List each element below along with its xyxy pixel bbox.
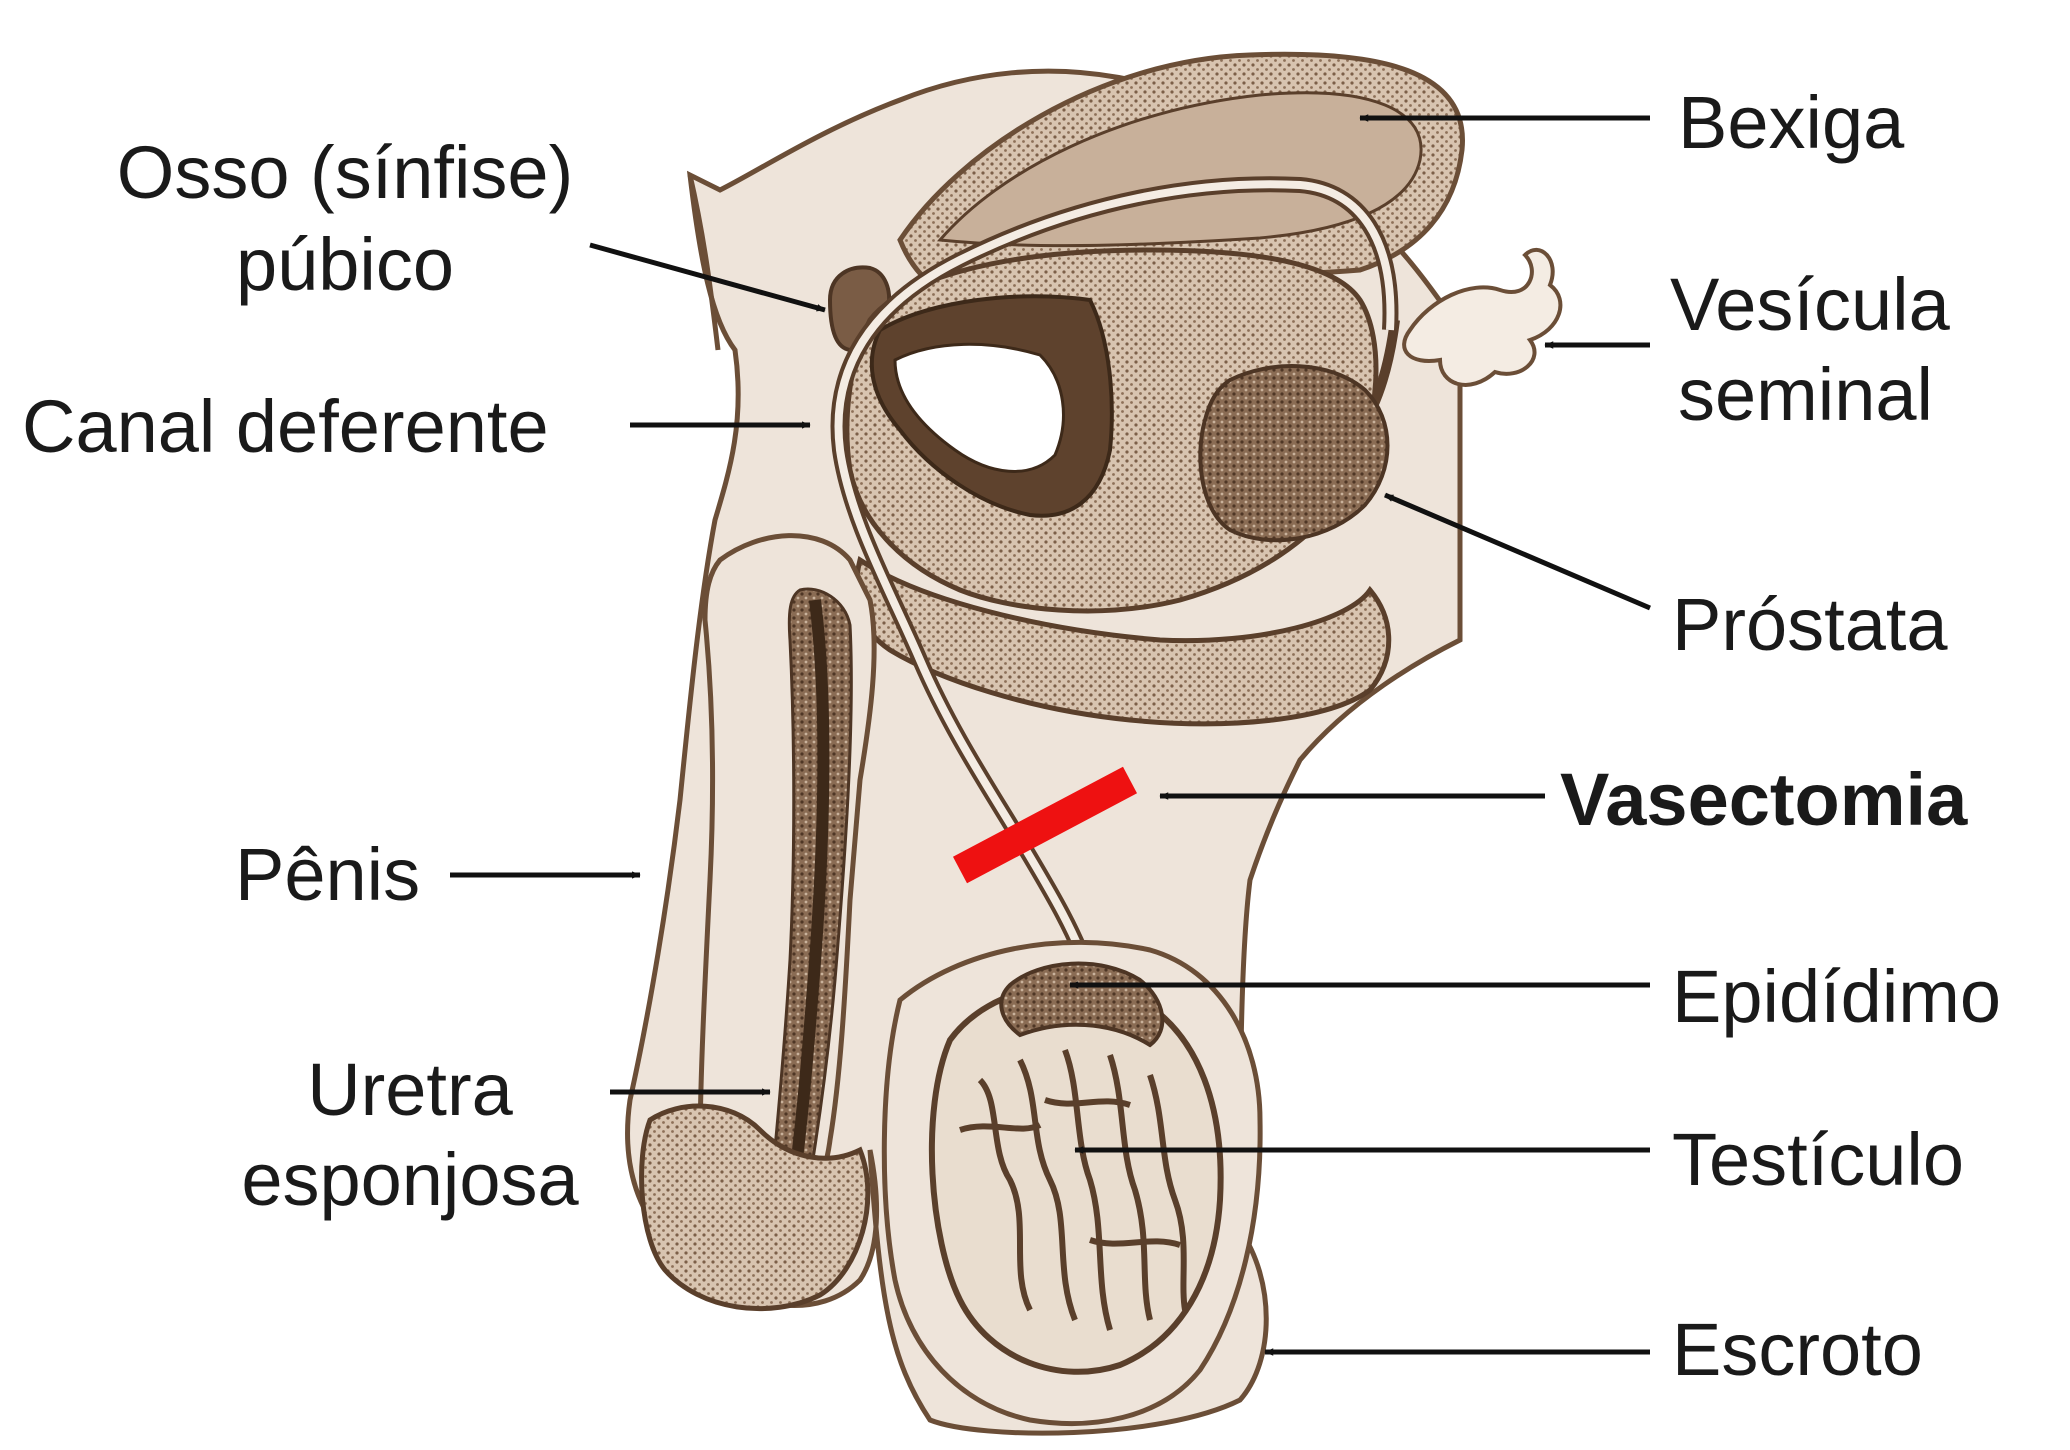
label-epididimo: Epidídimo — [1672, 955, 2001, 1038]
label-prostata: Próstata — [1672, 583, 1948, 666]
label-vasectomia: Vasectomia — [1560, 758, 1968, 841]
tubule — [960, 1125, 1040, 1130]
label-uretra-line2: esponjosa — [241, 1138, 579, 1221]
label-uretra-line1: Uretra — [307, 1048, 513, 1131]
tubule — [1090, 1240, 1180, 1245]
label-vesicula-line2: seminal — [1678, 353, 1933, 436]
label-vesicula-line1: Vesícula — [1670, 263, 1951, 346]
label-canal-deferente: Canal deferente — [22, 385, 549, 468]
label-bexiga: Bexiga — [1678, 81, 1905, 164]
label-osso-line2: púbico — [236, 223, 454, 306]
label-escroto: Escroto — [1672, 1308, 1923, 1391]
testis-group — [884, 942, 1260, 1423]
tubule — [1045, 1100, 1130, 1105]
label-penis: Pênis — [235, 833, 420, 916]
label-osso-line1: Osso (sínfise) — [117, 131, 573, 214]
label-testiculo: Testículo — [1672, 1118, 1964, 1201]
testicle — [932, 985, 1221, 1372]
